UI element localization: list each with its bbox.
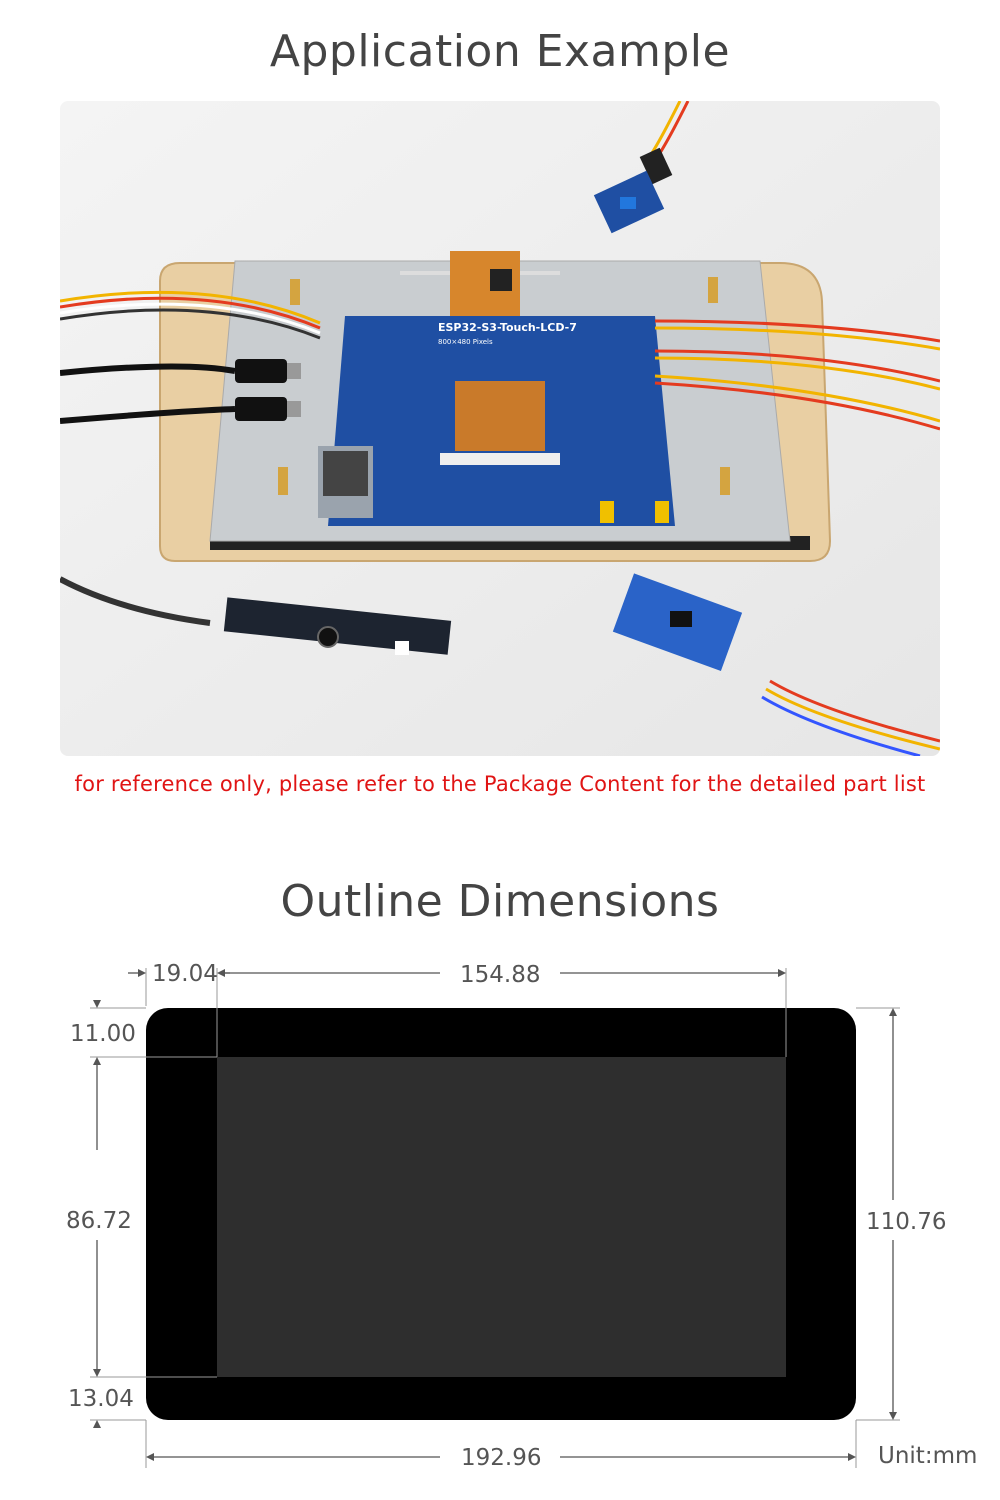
- section-title-outline-dimensions: Outline Dimensions: [280, 876, 720, 927]
- dim-total-height: 110.76: [866, 1209, 947, 1235]
- reference-note: for reference only, please refer to the …: [74, 772, 926, 796]
- dim-left-offset: 19.04: [152, 961, 218, 987]
- active-area: [217, 1057, 786, 1377]
- standoffs: [278, 277, 730, 495]
- sensor-module-bottom: [612, 573, 940, 756]
- dimension-arrows: [93, 969, 897, 1461]
- extension-lines: [90, 968, 900, 1468]
- esp32-board: ESP32-S3-Touch-LCD-7 800×480 Pixels: [318, 316, 675, 526]
- board-label: ESP32-S3-Touch-LCD-7: [438, 321, 577, 334]
- wire-harness-right: [654, 319, 940, 431]
- dim-total-width: 192.96: [461, 1445, 542, 1471]
- unit-label: Unit:mm: [878, 1443, 978, 1469]
- dim-active-width: 154.88: [460, 962, 541, 988]
- section-title-application-example: Application Example: [269, 26, 731, 77]
- application-example-photo: ESP32-S3-Touch-LCD-7 800×480 Pixels: [60, 101, 940, 756]
- outline-dimension-drawing: [90, 968, 900, 1468]
- wire-harness-left: [60, 290, 321, 340]
- dim-top-offset: 11.00: [70, 1021, 136, 1047]
- dim-bottom-offset: 13.04: [68, 1386, 134, 1412]
- sensor-module-top: [593, 101, 690, 234]
- dim-active-height: 86.72: [66, 1208, 132, 1234]
- board-sublabel: 800×480 Pixels: [438, 338, 493, 346]
- camera-module: [60, 576, 452, 655]
- usb-cables: [60, 359, 301, 424]
